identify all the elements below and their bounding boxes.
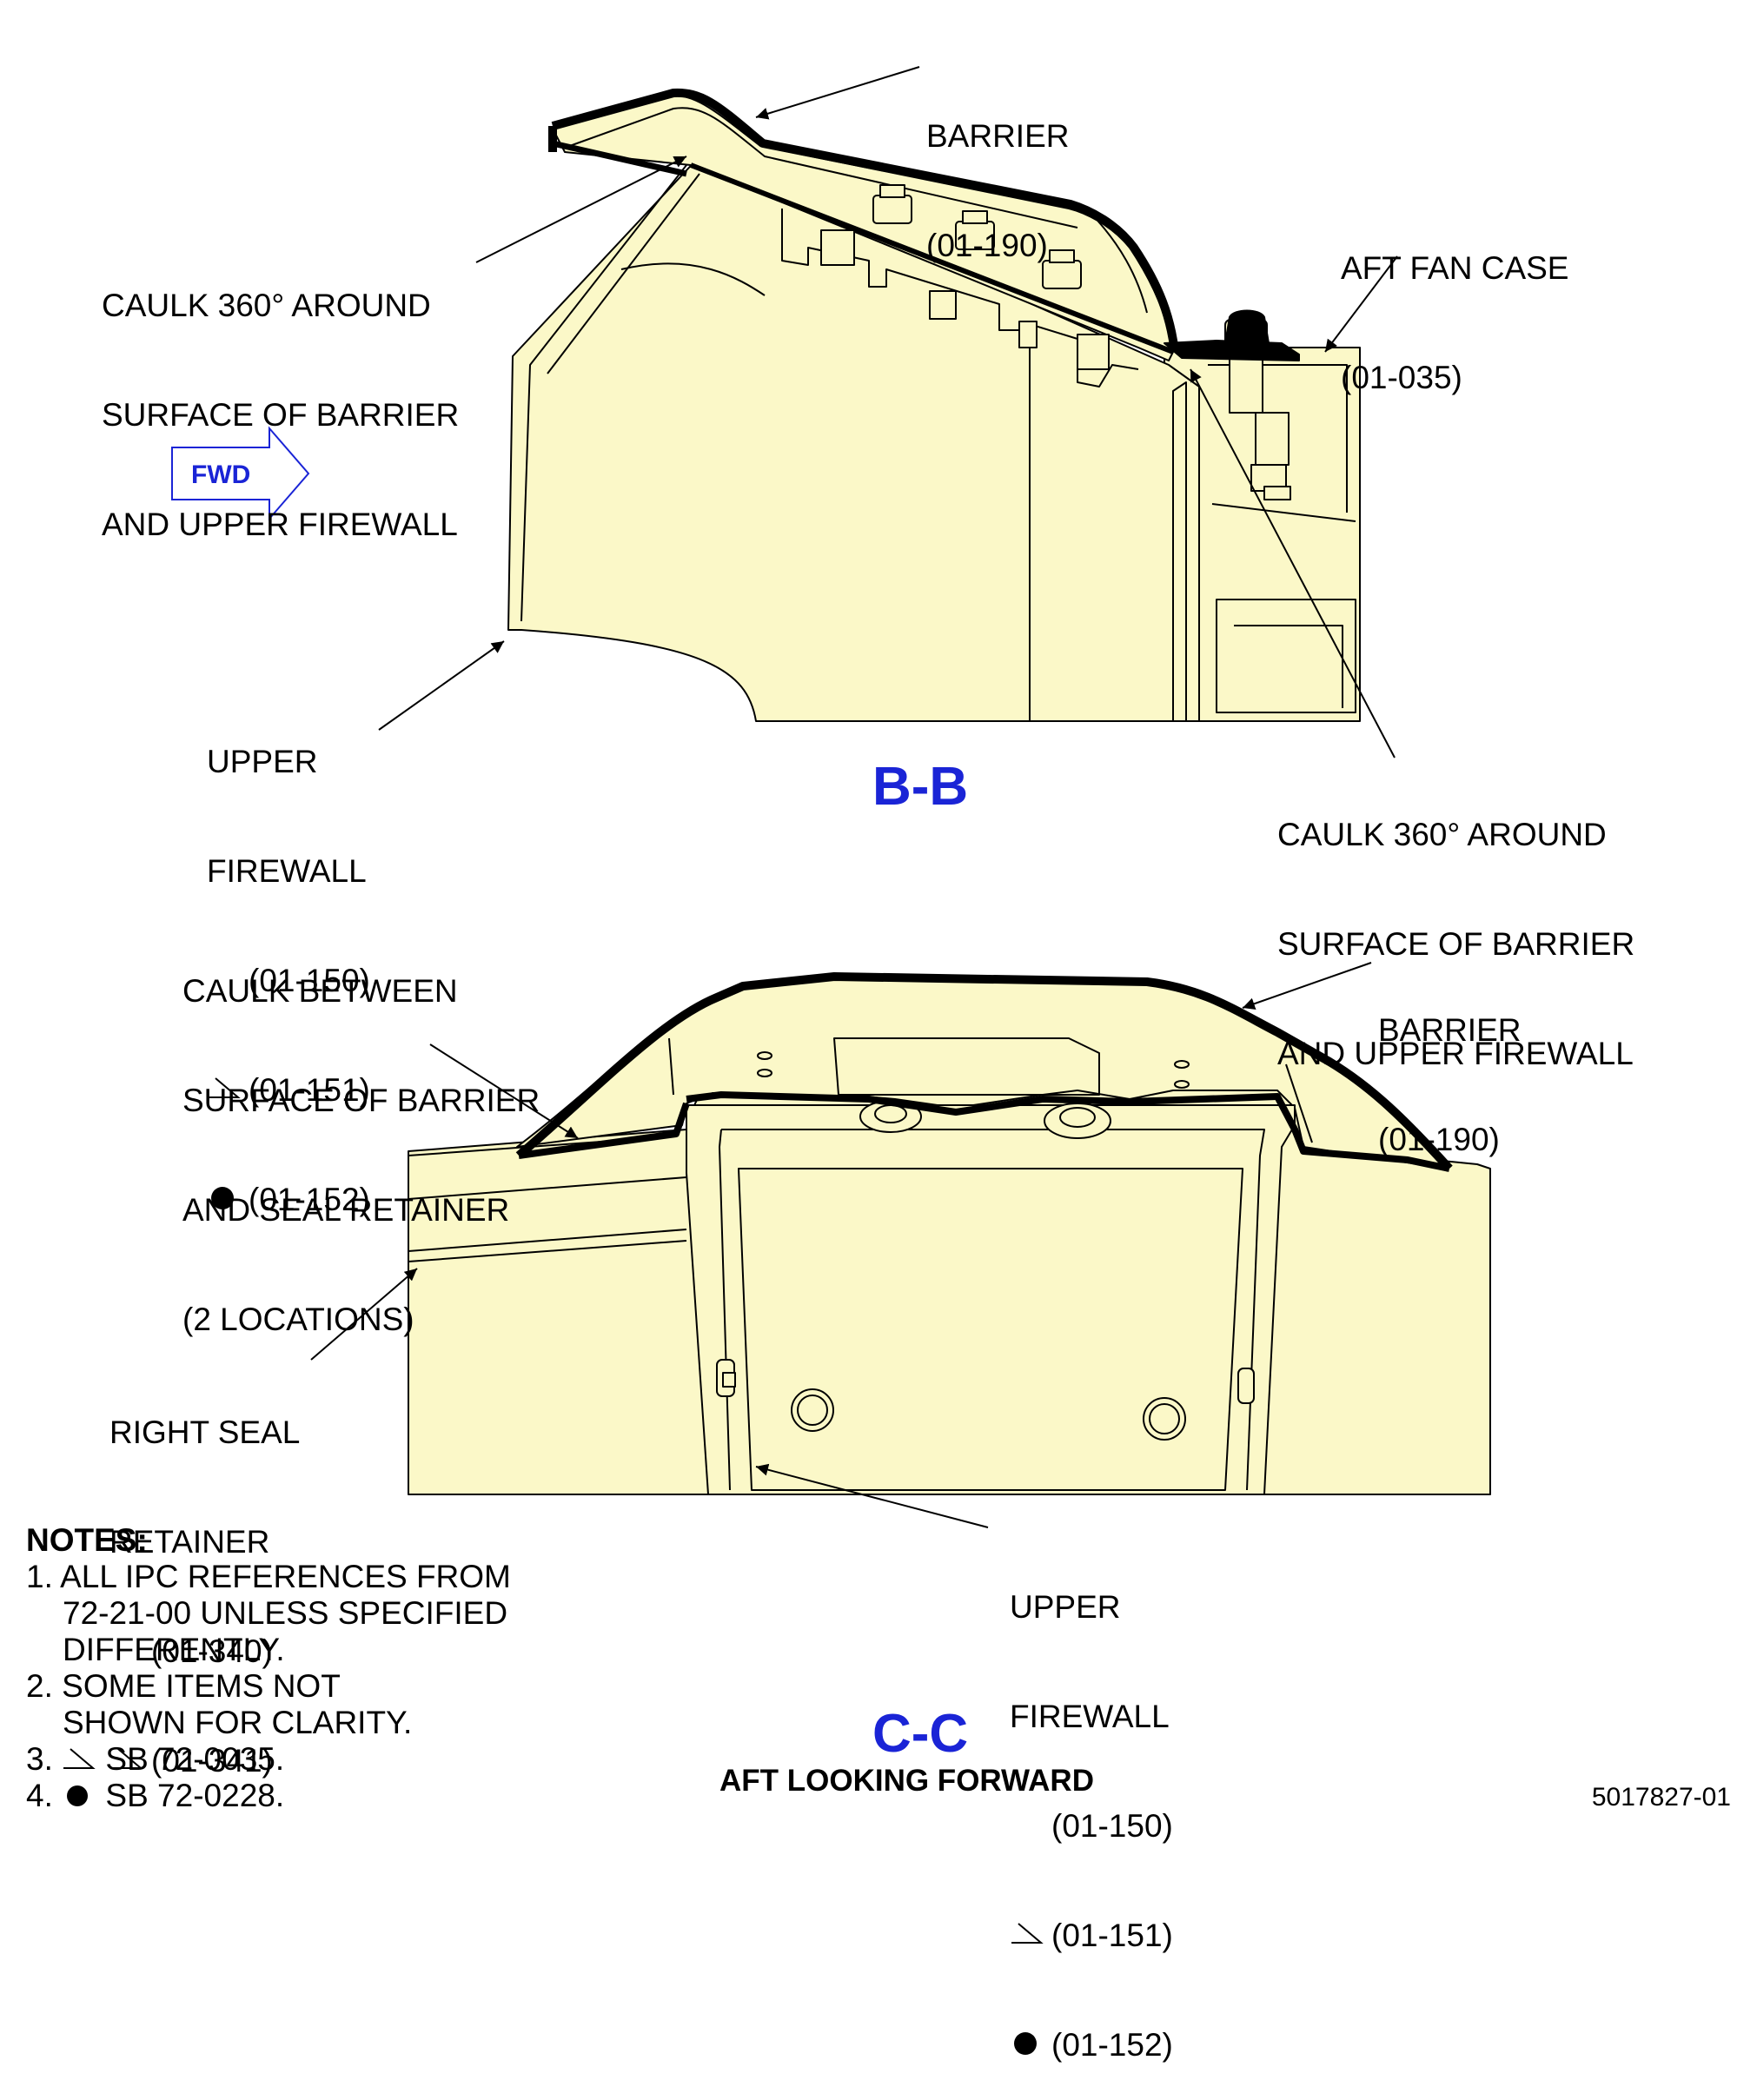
callout-text: AND UPPER FIREWALL <box>102 507 458 542</box>
callout-bb-caulk-right: CAULK 360° AROUND SURFACE OF BARRIER AND… <box>1277 744 1634 1109</box>
callout-text: RIGHT SEAL <box>109 1414 301 1450</box>
callout-text: SURFACE OF BARRIER <box>1277 926 1635 962</box>
view-subtitle-cc: AFT LOOKING FORWARD <box>719 1764 1094 1798</box>
callout-text: AFT FAN CASE <box>1341 250 1569 286</box>
callout-text: UPPER <box>207 744 318 779</box>
sb-0228-dot-icon <box>207 1182 249 1218</box>
callout-ref: (01-190) <box>926 228 1048 263</box>
fwd-label: FWD <box>191 460 251 489</box>
view-cc-drawing <box>408 972 1491 1495</box>
callout-ref: (01-151) <box>1051 1918 1173 1953</box>
sb-0228-dot-icon <box>1010 2027 1051 2064</box>
callout-ref: (01-035) <box>1341 360 1462 395</box>
note-3: 3. SB 72-0035. <box>26 1741 511 1778</box>
callout-bb-upper-firewall: UPPER FIREWALL (01-150) (01-151) (01-152… <box>207 671 370 1255</box>
notes-block: NOTES: 1. ALL IPC REFERENCES FROM 72-21-… <box>26 1522 511 1814</box>
callout-text: (2 LOCATIONS) <box>182 1302 414 1337</box>
note-4-text: SB 72-0228. <box>105 1778 285 1813</box>
callout-text: FIREWALL <box>1010 1699 1170 1734</box>
sb-0035-triangle-icon <box>207 1072 249 1109</box>
callout-text: CAULK 360° AROUND <box>1277 817 1607 852</box>
note-4-number: 4. <box>26 1778 53 1813</box>
callout-ref: (01-150) <box>249 963 370 998</box>
callout-text: CAULK BETWEEN <box>182 973 458 1009</box>
sb-0035-triangle-icon <box>1010 1918 1051 1954</box>
view-title-bb: B-B <box>872 757 969 817</box>
callout-bb-barrier: BARRIER (01-190) <box>926 45 1069 301</box>
note-1: 1. ALL IPC REFERENCES FROM <box>26 1559 511 1594</box>
note-1-cont: DIFFERENTLY. <box>63 1632 285 1667</box>
callout-text: AND SEAL RETAINER <box>182 1192 510 1228</box>
bolts-bb <box>872 184 1291 500</box>
fwd-arrow <box>171 426 310 521</box>
upper-firewall-panel-cc <box>686 1104 1296 1495</box>
callout-text: BARRIER <box>1378 1012 1522 1048</box>
callout-text: UPPER <box>1010 1589 1121 1625</box>
callout-cc-caulk: CAULK BETWEEN SURFACE OF BARRIER AND SEA… <box>182 900 540 1375</box>
callout-text: BARRIER <box>926 118 1070 154</box>
note-3-text: SB 72-0035. <box>105 1741 285 1777</box>
callout-ref: (01-341) <box>151 1743 273 1779</box>
callout-ref: (01-152) <box>1051 2027 1173 2063</box>
note-2-cont: SHOWN FOR CLARITY. <box>63 1705 413 1740</box>
fan-case-flange <box>1164 340 1300 361</box>
callout-ref: (01-150) <box>1051 1808 1173 1844</box>
callout-text: SURFACE OF BARRIER <box>102 397 460 433</box>
leaders-bb <box>378 66 1398 759</box>
callout-ref: (01-340) <box>151 1633 273 1669</box>
note-1-cont: 72-21-00 UNLESS SPECIFIED <box>63 1595 508 1631</box>
note-3-number: 3. <box>26 1741 53 1777</box>
callout-ref: (01-152) <box>249 1182 370 1217</box>
sb-0035-triangle-icon <box>62 1741 96 1777</box>
callout-right-seal-retainer: RIGHT SEAL RETAINER (01-340) (01-341) <box>109 1341 300 1816</box>
callout-text: FIREWALL <box>207 853 367 889</box>
callout-cc-barrier: BARRIER (01-190) <box>1378 939 1521 1195</box>
callout-ref: (01-190) <box>1378 1122 1500 1157</box>
callout-ref: (01-151) <box>249 1072 370 1108</box>
figure-number: 5017827-01 <box>1591 1783 1731 1812</box>
notes-heading: NOTES: <box>26 1522 148 1558</box>
sb-0228-dot-icon <box>62 1778 96 1813</box>
callout-text: AND UPPER FIREWALL <box>1277 1036 1634 1071</box>
sb-0035-triangle-icon <box>109 1743 151 1779</box>
bolts-cc <box>716 1051 1255 1441</box>
view-bb-drawing <box>507 88 1361 722</box>
note-2: 2. SOME ITEMS NOT <box>26 1668 341 1704</box>
callout-text: SURFACE OF BARRIER <box>182 1083 540 1118</box>
callout-aft-fan-case: AFT FAN CASE (01-035) <box>1341 177 1569 433</box>
callout-text: CAULK 360° AROUND <box>102 288 431 323</box>
leaders-cc <box>310 962 1372 1528</box>
illustration <box>171 66 1491 1528</box>
view-title-cc: C-C <box>872 1704 969 1764</box>
note-4: 4. SB 72-0228. <box>26 1778 511 1814</box>
upper-firewall-panel-bb <box>507 156 1200 722</box>
callout-bb-caulk-left: CAULK 360° AROUND SURFACE OF BARRIER AND… <box>102 215 459 580</box>
callout-text: RETAINER <box>109 1524 270 1560</box>
callout-cc-upper-firewall: UPPER FIREWALL (01-150) (01-151) (01-152… <box>1010 1516 1173 2100</box>
